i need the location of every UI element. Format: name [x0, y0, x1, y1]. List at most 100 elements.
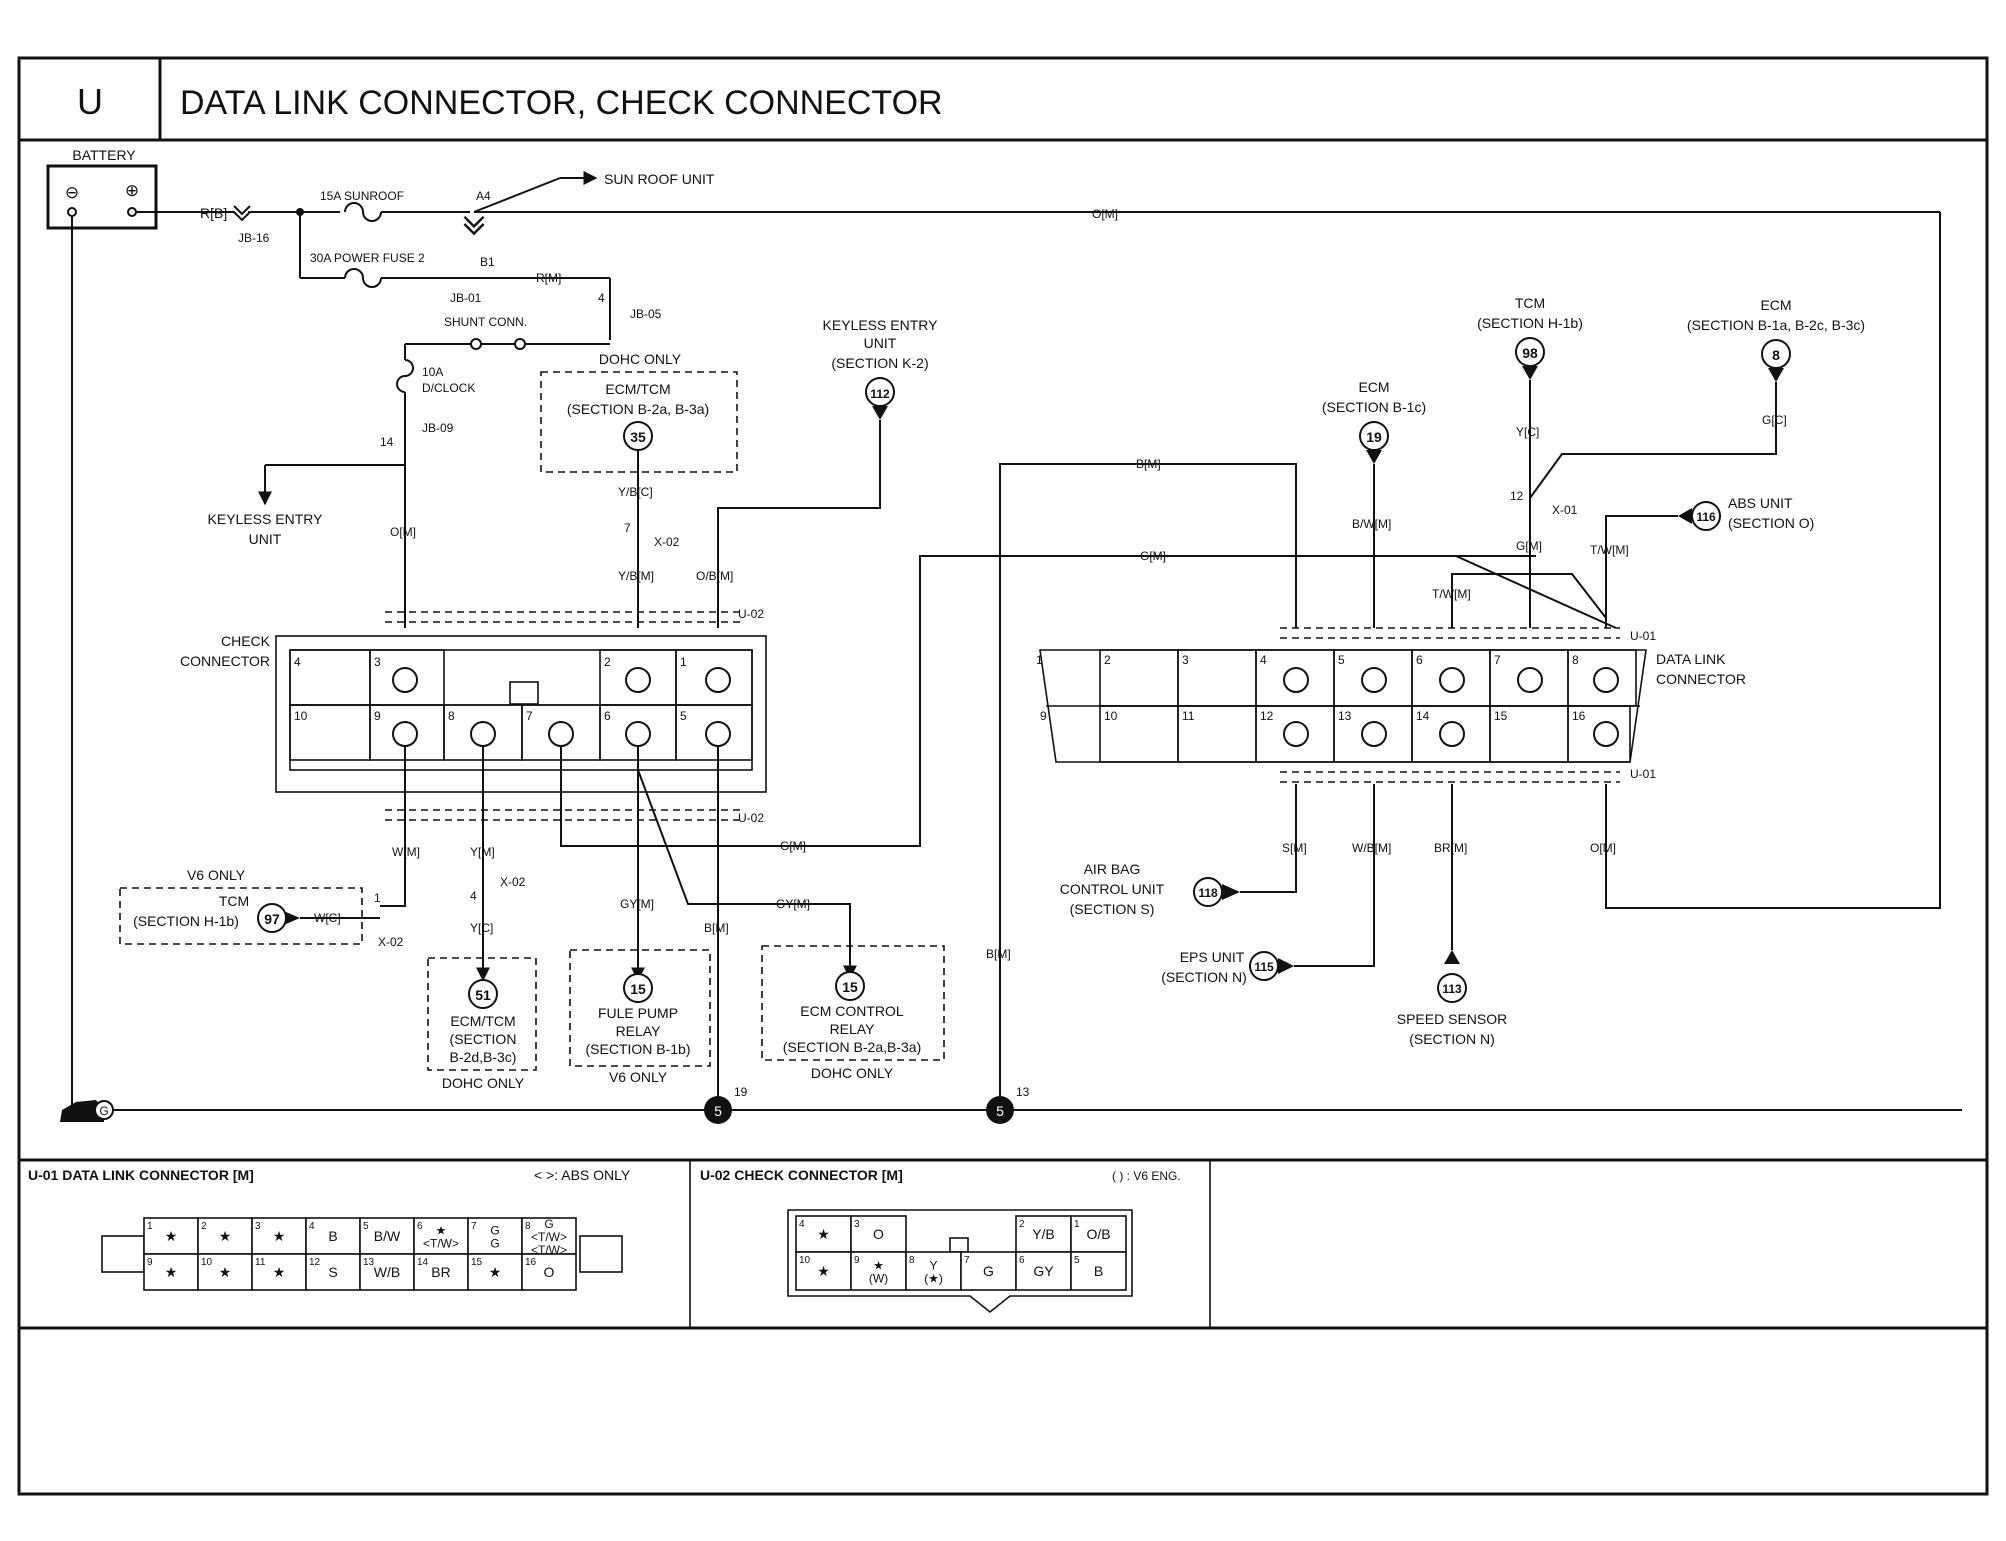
u02-cell: [850, 1251, 907, 1291]
x02-left-label: X-02: [378, 935, 404, 949]
ecm-51-c: B-2d,B-3c): [450, 1049, 517, 1065]
wire-om-dlc: [1605, 212, 1941, 909]
ref-118: 118: [1198, 886, 1218, 900]
pin12-label: 12: [1510, 489, 1524, 503]
dlc-pin-num: 7: [1494, 653, 1501, 667]
u01-pin-number: 14: [417, 1257, 429, 1268]
u01-pin-number: 12: [309, 1257, 321, 1268]
ref-15-ecm: 15: [842, 979, 858, 995]
fuel-c: (SECTION B-1b): [585, 1041, 690, 1057]
ref-115-pointer-icon: [1278, 958, 1294, 974]
battery-positive-icon: ⊕: [125, 181, 139, 200]
wire-yc-label: Y[C]: [470, 921, 493, 935]
wire-rm-label: R[M]: [536, 271, 561, 285]
wire-obm: [717, 420, 881, 628]
u02-pin-wire: B: [1094, 1263, 1103, 1279]
airbag-c: (SECTION S): [1070, 901, 1155, 917]
ref-116-circle: [1691, 501, 1721, 531]
a4-label: A4: [476, 189, 491, 203]
u02-table-note: ( ) : V6 ENG.: [1112, 1169, 1181, 1183]
u01-pin-number: 2: [201, 1221, 207, 1232]
u01-pin-wire: G: [490, 1224, 499, 1238]
check-connector-shell: [275, 635, 767, 793]
dlc-pin-num: 16: [1572, 709, 1586, 723]
wire-bm-mid-label: B[M]: [986, 947, 1011, 961]
check-pin-terminal: [705, 721, 731, 747]
u02-pin-number: 8: [909, 1255, 915, 1266]
wire-twm-abs: [1605, 515, 1678, 628]
ref-19: 19: [1366, 429, 1382, 445]
ref-19-pointer-icon: [1366, 450, 1382, 464]
pin4-mid-label: 4: [470, 889, 477, 903]
wire-gm-dlc-label: G[M]: [1140, 549, 1166, 563]
check-lower-group: W[M] V6 ONLY TCM (SECTION H-1b) 97 W[C] …: [119, 555, 1004, 1096]
u01-pin-wire: ★: [273, 1228, 286, 1244]
dlc-pin-num: 2: [1104, 653, 1111, 667]
ecm-tcm-35-group: DOHC ONLY ECM/TCM (SECTION B-2a, B-3a) 3…: [540, 351, 738, 628]
dohc-only-note: DOHC ONLY: [599, 351, 682, 367]
keyless-112-group: KEYLESS ENTRY UNIT (SECTION K-2) 112 O/B…: [696, 317, 938, 628]
wire-sm: [1240, 784, 1297, 893]
wire-wbm: [1294, 784, 1375, 967]
ground-5b-pin: 13: [1016, 1085, 1030, 1099]
wire-twm2-label: T/W[M]: [1432, 587, 1471, 601]
ecm19-b: (SECTION B-1c): [1322, 399, 1426, 415]
jb01-label: JB-01: [450, 291, 482, 305]
pin4-label: 4: [598, 291, 605, 305]
x02-mid-label: X-02: [500, 875, 526, 889]
wire-twm-label: T/W[M]: [1590, 543, 1629, 557]
tcm98-a: TCM: [1515, 295, 1545, 311]
dlc-pin-terminal: [1517, 667, 1543, 693]
check-pin-num: 10: [294, 709, 308, 723]
dlc-pin-num: 4: [1260, 653, 1267, 667]
ref-15-fuel-circle: [623, 973, 653, 1003]
u01-right-ear: [579, 1235, 623, 1273]
dlc-pin-num: 3: [1182, 653, 1189, 667]
dlc-pin-num: 9: [1040, 709, 1047, 723]
ground-5a-pin: 19: [734, 1085, 748, 1099]
keyless-unit-label-b: UNIT: [249, 531, 282, 547]
ref-15-ecm-circle: [835, 971, 865, 1001]
ref-98-pointer-icon: [1522, 366, 1538, 380]
ecm-relay-box: [761, 945, 945, 1061]
u02-cell: [1015, 1215, 1072, 1253]
check-pin-cell: [675, 704, 753, 761]
u02-cell: [1015, 1251, 1072, 1291]
battery-neg-terminal: [67, 207, 77, 217]
check-pin-num: 7: [526, 709, 533, 723]
ecm-51-a: ECM/TCM: [450, 1013, 515, 1029]
fuel-b: RELAY: [616, 1023, 662, 1039]
wire-om-dlc-label: O[M]: [1590, 841, 1616, 855]
check-connector-label-b: CONNECTOR: [180, 653, 270, 669]
check-pin-num: 8: [448, 709, 455, 723]
dlc-pin-cell: [1567, 705, 1631, 763]
u02-pin-wire: ★: [817, 1226, 830, 1242]
wire-wm-label: W[M]: [392, 845, 420, 859]
u02-pin-number: 10: [799, 1255, 811, 1266]
u01-pin-wire: ★: [165, 1228, 178, 1244]
u01-cell: [521, 1217, 577, 1255]
jb09-label: JB-09: [422, 421, 454, 435]
wire-brm-label: BR[M]: [1434, 841, 1467, 855]
battery-label: BATTERY: [72, 147, 136, 163]
dlc-pin-num: 11: [1182, 709, 1195, 723]
u01-cell: [521, 1253, 577, 1291]
u02-pin-number: 7: [964, 1255, 970, 1266]
v6-only-note: V6 ONLY: [187, 867, 246, 883]
pin7-label: 7: [624, 521, 631, 535]
ground-bus-group: G 5 19 5 13 B[M] B[M]: [60, 457, 1962, 1124]
u01-cell: [305, 1217, 361, 1255]
u02-table-title: U-02 CHECK CONNECTOR [M]: [700, 1167, 903, 1183]
ecm-tcm-35-box: [540, 371, 738, 473]
ref-116-pointer-icon: [1678, 508, 1692, 524]
dlc-pin-num: 12: [1260, 709, 1274, 723]
x01-label: X-01: [1552, 503, 1578, 517]
check-pin-cell: [289, 649, 371, 706]
abs-a: ABS UNIT: [1728, 495, 1793, 511]
u01-pin-number: 9: [147, 1257, 153, 1268]
header-block: U DATA LINK CONNECTOR, CHECK CONNECTOR: [17, 56, 1989, 1496]
ref-35: 35: [630, 429, 646, 445]
wire-gm-label: G[M]: [780, 839, 806, 853]
